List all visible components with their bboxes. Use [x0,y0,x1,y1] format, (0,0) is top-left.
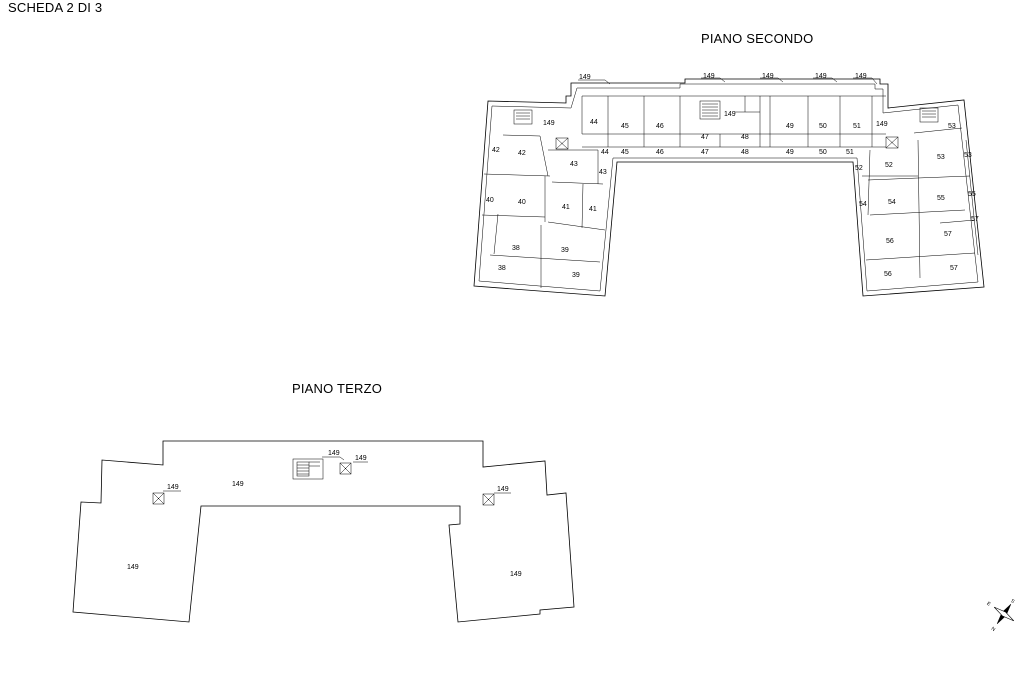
unit-label: 38 [512,245,520,252]
unit-label: 149 [167,484,179,491]
unit-label: 47 [701,149,709,156]
second-floor-stair-west [513,109,533,125]
unit-label: 38 [498,265,506,272]
compass-letter-s: S [1009,598,1016,605]
unit-label: 149 [724,111,736,118]
unit-label: 48 [741,134,749,141]
unit-label: 57 [971,216,979,223]
unit-label: 53 [964,152,972,159]
unit-label: 149 [328,450,340,457]
unit-label: 55 [968,191,976,198]
unit-label: 51 [846,149,854,156]
unit-label: 47 [701,134,709,141]
unit-label: 149 [355,455,367,462]
compass-rose-icon: S E N [985,598,1016,633]
unit-label: 49 [786,149,794,156]
third-floor-outline [72,440,575,623]
unit-label: 56 [886,238,894,245]
unit-label: 149 [543,120,555,127]
unit-label: 55 [937,195,945,202]
unit-label: 44 [601,149,609,156]
second-floor-inner-wall [478,83,979,292]
second-floor-stair-east [919,107,939,123]
plan-title-third-floor: PIANO TERZO [292,381,383,396]
unit-label: 44 [590,119,598,126]
unit-label: 45 [621,123,629,130]
second-floor-stair-central [699,100,721,120]
third-floor-labels: 149 149 149 149 149 149 149 [127,450,522,578]
unit-label: 149 [855,73,867,80]
unit-label: 149 [815,73,827,80]
unit-label: 52 [855,165,863,172]
unit-label: 40 [486,197,494,204]
unit-label: 57 [950,265,958,272]
unit-label: 48 [741,149,749,156]
sheet-label: SCHEDA 2 DI 3 [8,0,103,15]
unit-label: 43 [599,169,607,176]
third-floor-vent-east [482,493,495,506]
unit-label: 149 [703,73,715,80]
second-floor-plan [473,77,985,297]
unit-label: 51 [853,123,861,130]
unit-label: 149 [510,571,522,578]
third-floor-vent-west [152,492,165,505]
unit-label: 53 [948,123,956,130]
unit-label: 39 [561,247,569,254]
unit-label: 40 [518,199,526,206]
third-floor-stair [292,458,324,480]
third-floor-vent-center [339,462,352,475]
compass-letter-e: E [985,601,992,608]
unit-label: 50 [819,149,827,156]
second-floor-lift-west [555,137,569,150]
unit-label: 41 [562,204,570,211]
unit-label: 45 [621,149,629,156]
unit-label: 50 [819,123,827,130]
unit-label: 49 [786,123,794,130]
third-floor-plan [72,440,575,623]
unit-label: 42 [492,147,500,154]
unit-label: 46 [656,149,664,156]
unit-label: 57 [944,231,952,238]
second-floor-lift-east [885,136,899,149]
compass-letter-n: N [990,626,997,633]
plan-title-second-floor: PIANO SECONDO [701,31,814,46]
unit-label: 149 [579,74,591,81]
unit-label: 149 [232,481,244,488]
unit-label: 56 [884,271,892,278]
unit-label: 53 [937,154,945,161]
unit-label: 46 [656,123,664,130]
second-floor-outline [473,78,985,297]
unit-label: 43 [570,161,578,168]
unit-label: 39 [572,272,580,279]
unit-label: 149 [127,564,139,571]
unit-label: 149 [762,73,774,80]
unit-label: 54 [888,199,896,206]
second-floor-labels: 149 149 149 149 149 149 149 149 44 45 46… [486,73,979,279]
unit-label: 149 [497,486,509,493]
unit-label: 149 [876,121,888,128]
unit-label: 54 [859,201,867,208]
unit-label: 41 [589,206,597,213]
unit-label: 42 [518,150,526,157]
unit-label: 52 [885,162,893,169]
